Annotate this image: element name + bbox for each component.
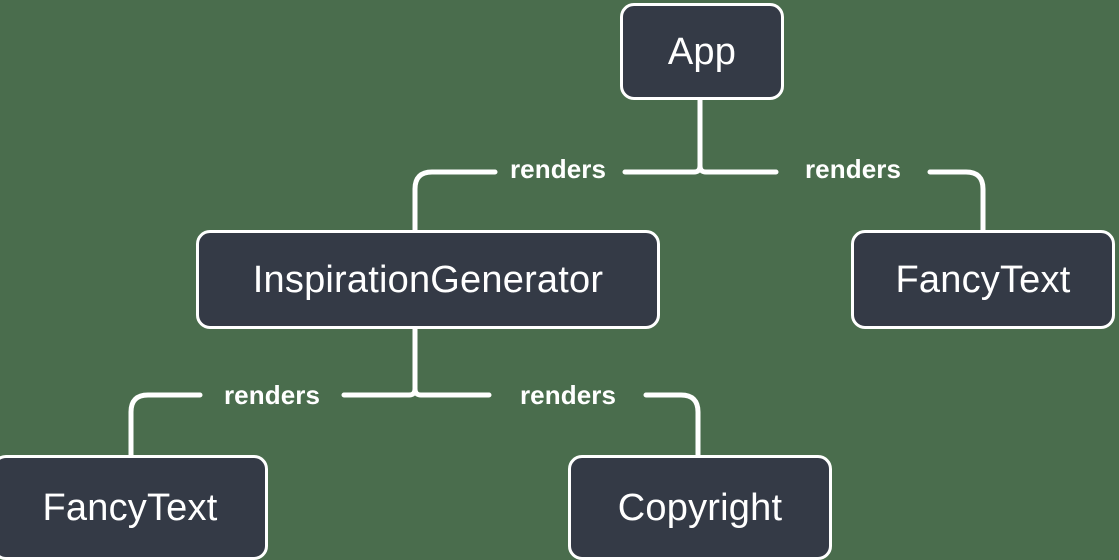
node-fancytext-right[interactable]: FancyText	[851, 230, 1115, 329]
node-app[interactable]: App	[620, 3, 784, 100]
node-inspiration-generator[interactable]: InspirationGenerator	[196, 230, 660, 329]
edge-label-app-to-fancytext: renders	[804, 154, 902, 184]
node-copyright[interactable]: Copyright	[568, 455, 832, 560]
edge-app-to-fancytext	[927, 169, 986, 233]
node-inspiration-generator-label: InspirationGenerator	[252, 258, 604, 301]
edge-app-split-right	[697, 163, 779, 175]
edge-inspiration-split-right	[412, 386, 492, 398]
node-app-label: App	[667, 30, 737, 73]
edge-inspiration-to-fancytext	[128, 392, 203, 458]
edge-label-inspiration-to-fancytext: renders	[223, 380, 321, 410]
node-fancytext-bottom-left-label: FancyText	[42, 486, 218, 529]
edge-inspiration-to-copyright	[643, 392, 701, 458]
edge-label-inspiration-to-copyright: renders	[519, 380, 617, 410]
node-copyright-label: Copyright	[617, 486, 783, 529]
edge-app-to-inspiration	[412, 169, 498, 233]
edge-label-app-to-inspiration: renders	[509, 154, 607, 184]
edge-app-split-left	[622, 163, 703, 175]
edge-inspiration-split-left	[341, 386, 418, 398]
node-fancytext-bottom-left[interactable]: FancyText	[0, 455, 268, 560]
node-fancytext-right-label: FancyText	[895, 258, 1071, 301]
